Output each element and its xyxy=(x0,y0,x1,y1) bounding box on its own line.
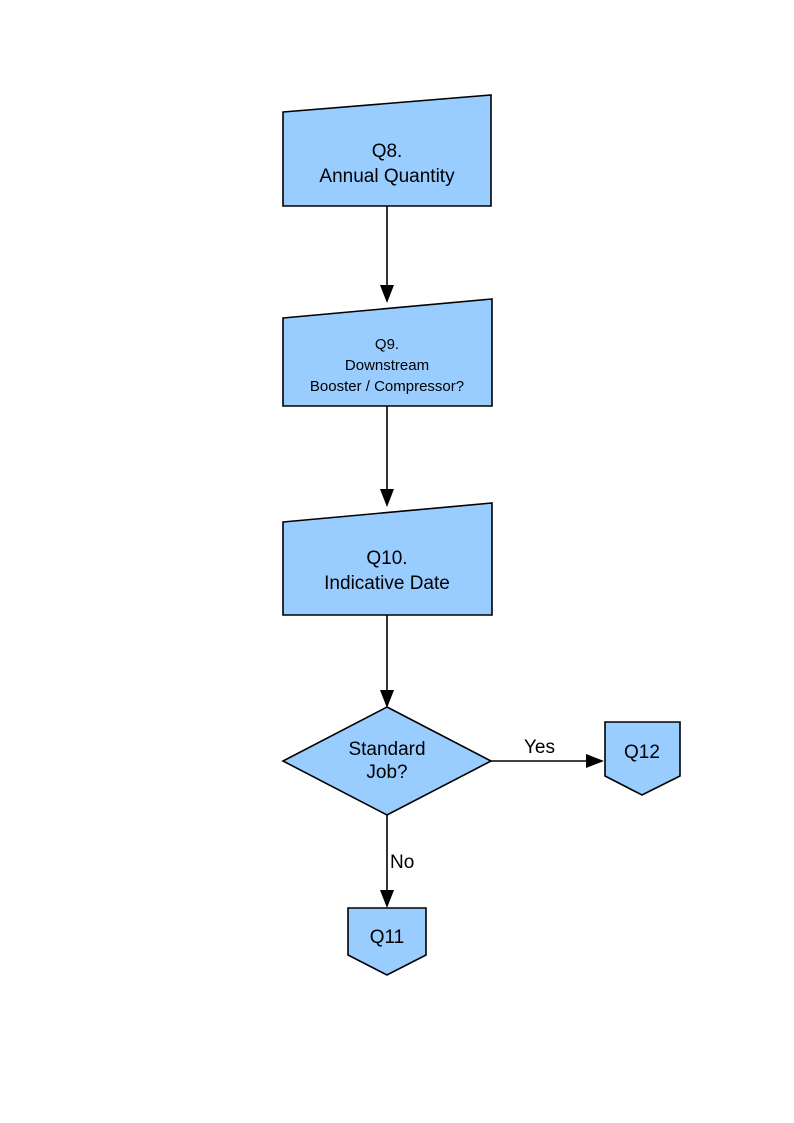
node-standard-job-line-1: Standard xyxy=(348,739,425,760)
node-q9-line-3: Booster / Compressor? xyxy=(310,378,464,395)
node-q9-line-2: Downstream xyxy=(345,357,429,374)
node-q12-shape[interactable] xyxy=(604,721,681,796)
node-q10-line-2: Indicative Date xyxy=(324,573,450,594)
node-standard-job-line-2: Job? xyxy=(366,762,407,783)
edge-standard-job-to-q11: No xyxy=(380,815,414,908)
node-q11-label: Q11 xyxy=(370,927,405,948)
edge-q9-to-q10-arrowhead xyxy=(380,489,394,507)
edge-standard-job-to-q11-arrowhead xyxy=(380,890,394,908)
node-q12-label: Q12 xyxy=(624,742,660,763)
node-standard-job-shape[interactable] xyxy=(281,706,493,816)
edge-q8-to-q9-arrowhead xyxy=(380,285,394,303)
node-q8-line-1: Q8. xyxy=(372,141,403,162)
node-q11-shape[interactable] xyxy=(347,907,427,976)
node-q9-line-1: Q9. xyxy=(375,336,399,353)
edge-standard-job-to-q12: Yes xyxy=(491,737,604,768)
node-q10-shape[interactable] xyxy=(282,502,493,616)
node-q10[interactable]: Q10. Indicative Date xyxy=(282,502,493,616)
edge-q9-to-q10 xyxy=(380,406,394,507)
node-q8[interactable]: Q8. Annual Quantity xyxy=(282,94,492,207)
edge-label-no: No xyxy=(390,852,414,873)
node-q12[interactable]: Q12 xyxy=(604,721,681,796)
node-q8-line-2: Annual Quantity xyxy=(319,166,455,187)
node-q9[interactable]: Q9. Downstream Booster / Compressor? xyxy=(282,298,493,407)
node-q8-shape[interactable] xyxy=(282,94,492,207)
node-q10-line-1: Q10. xyxy=(366,548,407,569)
edge-q10-to-standard-job xyxy=(380,615,394,708)
node-standard-job[interactable]: Standard Job? xyxy=(281,706,493,816)
edge-q10-to-standard-job-arrowhead xyxy=(380,690,394,708)
node-q11[interactable]: Q11 xyxy=(347,907,427,976)
edge-q8-to-q9 xyxy=(380,206,394,303)
node-q9-shape[interactable] xyxy=(282,298,493,407)
edge-label-yes: Yes xyxy=(524,737,555,758)
edge-standard-job-to-q12-arrowhead xyxy=(586,754,604,768)
